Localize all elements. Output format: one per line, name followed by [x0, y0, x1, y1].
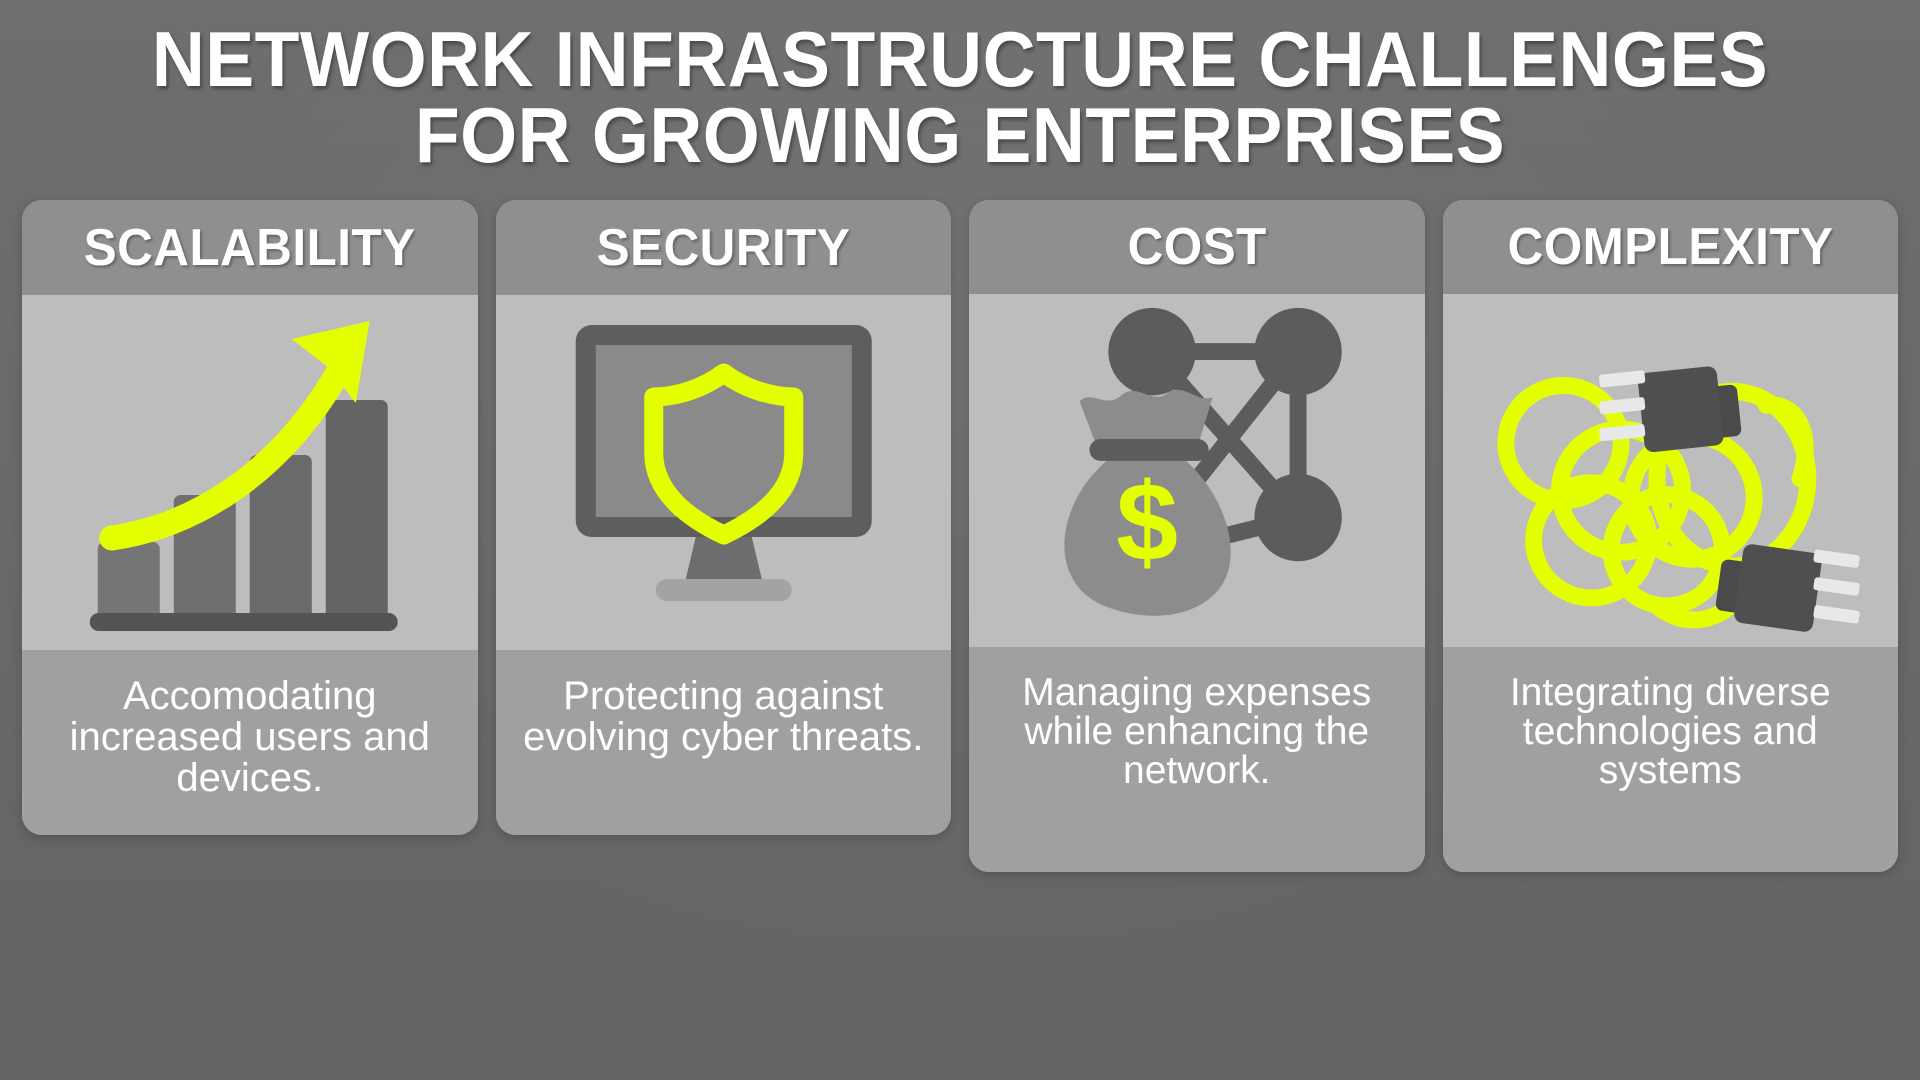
challenge-card-complexity[interactable]: COMPLEXITY: [1442, 200, 1898, 872]
plug-bottom-icon: [1715, 544, 1860, 633]
card-art-cost: $: [969, 294, 1425, 647]
card-title-complexity: COMPLEXITY: [1507, 218, 1834, 277]
svg-text:$: $: [1116, 460, 1178, 585]
growth-bar-chart-icon: [89, 321, 398, 631]
card-art-complexity: [1442, 294, 1898, 647]
page-title-line-1: NETWORK INFRASTRUCTURE CHALLENGES: [151, 15, 1769, 103]
challenge-card-cost[interactable]: COST: [969, 200, 1425, 872]
card-art-scalability: [22, 295, 478, 650]
challenge-card-scalability[interactable]: SCALABILITY Accomodating increased users…: [22, 200, 478, 835]
card-header-complexity: COMPLEXITY: [1442, 200, 1898, 295]
card-caption-complexity: Integrating diverse technologies and sys…: [1442, 647, 1898, 872]
page-title: NETWORK INFRASTRUCTURE CHALLENGES FOR GR…: [0, 15, 1920, 179]
card-caption-cost: Managing expenses while enhancing the ne…: [969, 647, 1425, 872]
card-header-scalability: SCALABILITY: [22, 200, 478, 295]
challenge-card-grid: SCALABILITY Accomodating increased users…: [22, 200, 1898, 872]
tangled-cable-plug-icon: [1496, 366, 1860, 633]
money-bag-network-icon: $: [1064, 308, 1342, 617]
card-title-cost: COST: [1127, 218, 1267, 277]
page-title-line-2: FOR GROWING ENTERPRISES: [414, 90, 1506, 179]
card-caption-scalability: Accomodating increased users and devices…: [22, 650, 478, 835]
card-header-security: SECURITY: [495, 200, 951, 295]
card-header-cost: COST: [969, 200, 1425, 295]
card-art-security: [495, 295, 951, 650]
card-caption-security: Protecting against evolving cyber threat…: [495, 650, 951, 835]
card-title-security: SECURITY: [596, 218, 851, 277]
card-title-scalability: SCALABILITY: [83, 218, 416, 277]
challenge-card-security[interactable]: SECURITY Protecting against evolving cyb…: [495, 200, 951, 835]
monitor-shield-icon: [575, 325, 872, 601]
plug-top-icon: [1598, 366, 1741, 453]
